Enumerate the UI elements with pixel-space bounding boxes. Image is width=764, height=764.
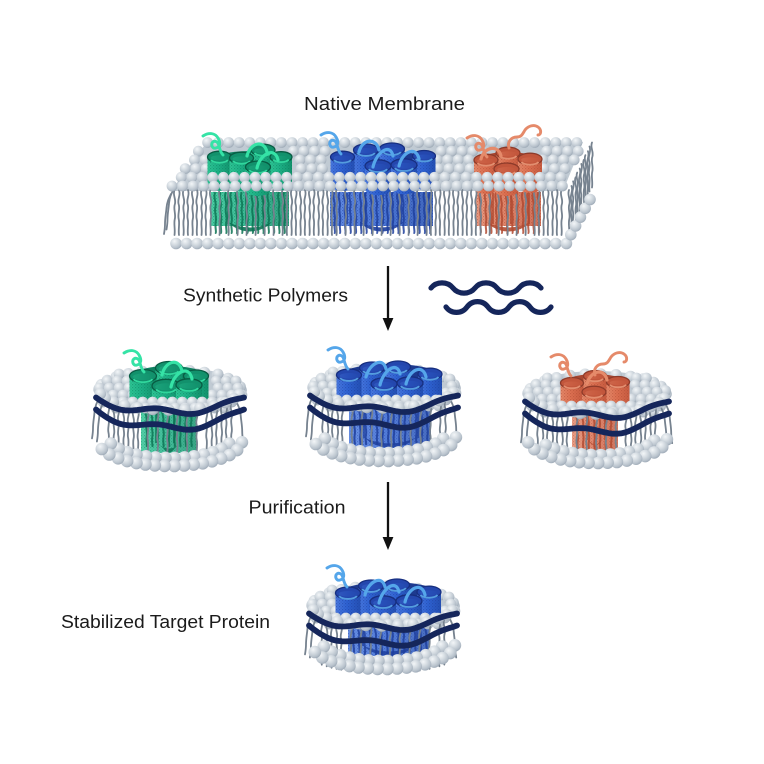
svg-text:Purification: Purification [249, 497, 346, 518]
svg-text:Native Membrane: Native Membrane [304, 93, 465, 114]
svg-text:Synthetic Polymers: Synthetic Polymers [183, 285, 348, 306]
svg-text:Stabilized Target Protein: Stabilized Target Protein [61, 611, 270, 632]
